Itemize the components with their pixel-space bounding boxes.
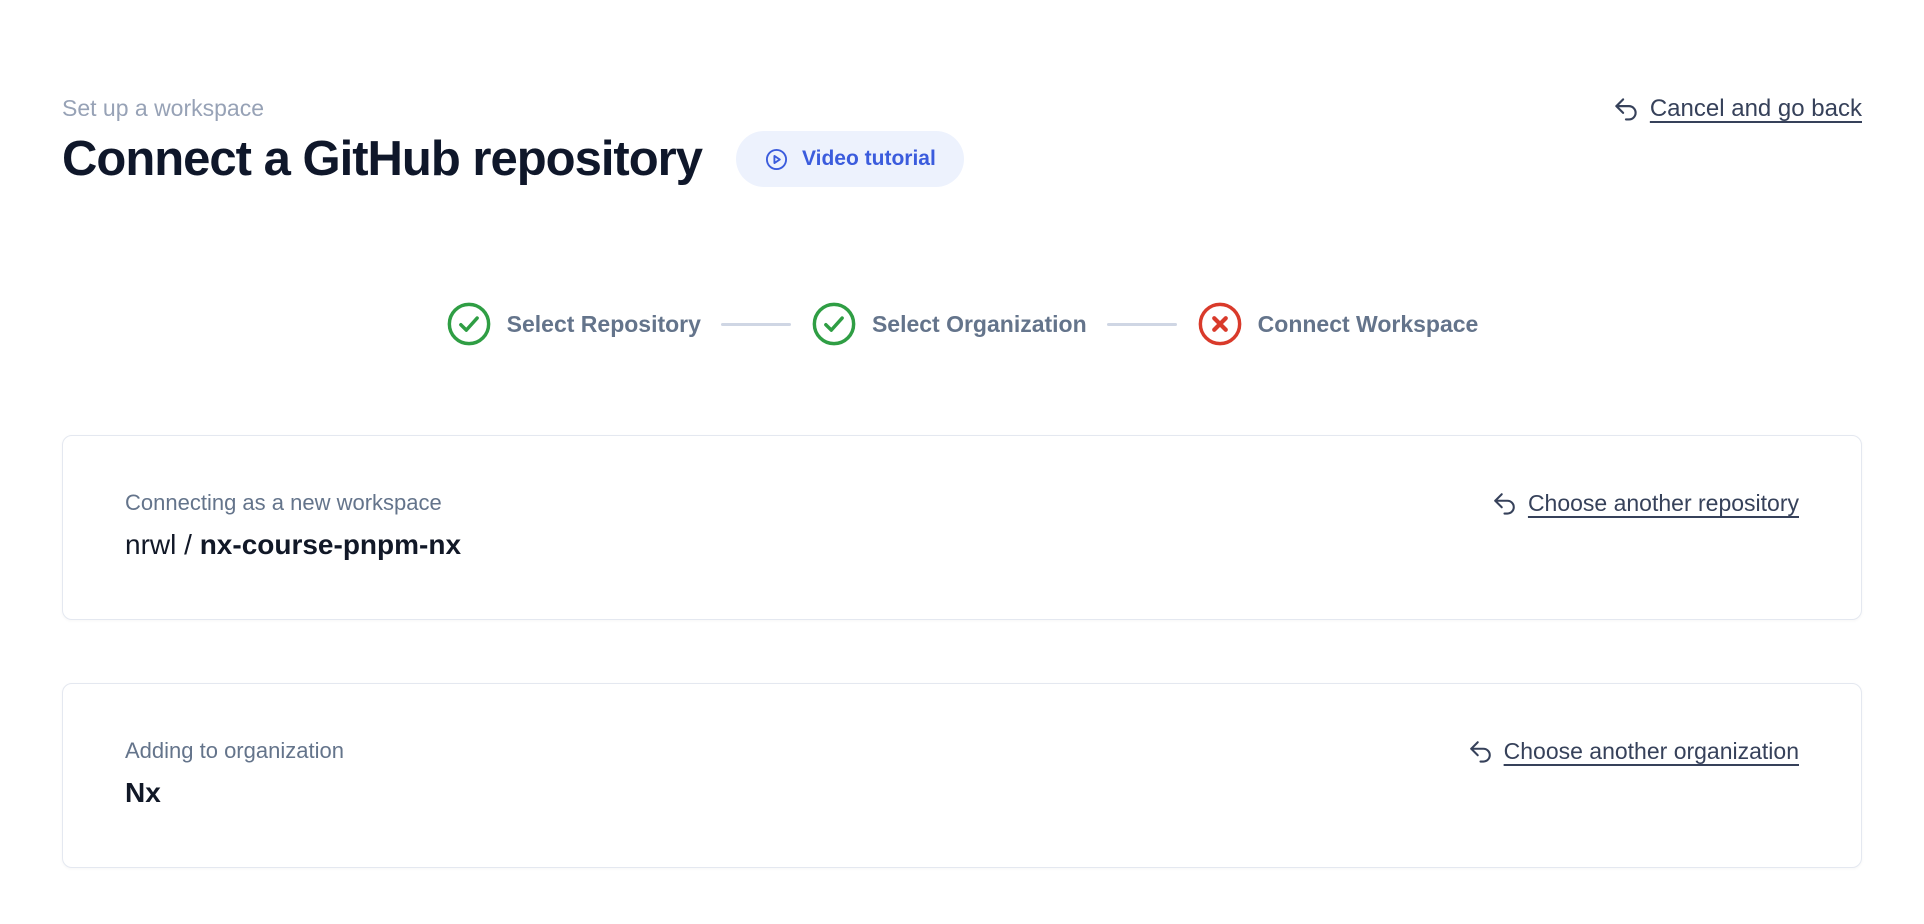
play-circle-icon	[764, 147, 789, 172]
step-connector	[720, 322, 791, 326]
setup-workspace-page: Set up a workspace Connect a GitHub repo…	[62, 0, 1862, 868]
repository-card-info: Connecting as a new workspace nrwl / nx-…	[125, 488, 461, 563]
choose-another-repository-label: Choose another repository	[1527, 490, 1799, 516]
step-select-repository: Select Repository	[446, 301, 701, 347]
choose-another-organization-link[interactable]: Choose another organization	[1468, 738, 1799, 765]
step-label: Connect Workspace	[1257, 310, 1479, 337]
repository-name: nrwl / nx-course-pnpm-nx	[125, 527, 461, 563]
repository-card-label: Connecting as a new workspace	[125, 490, 442, 515]
setup-stepper: Select Repository Select Organization Co…	[62, 301, 1862, 347]
video-tutorial-label: Video tutorial	[802, 147, 936, 170]
arrow-uturn-left-icon	[1468, 739, 1494, 765]
title-row: Connect a GitHub repository Video tutori…	[62, 130, 964, 188]
repository-card: Connecting as a new workspace nrwl / nx-…	[62, 435, 1862, 620]
organization-card: Adding to organization Nx Choose another…	[62, 683, 1862, 868]
video-tutorial-button[interactable]: Video tutorial	[736, 131, 964, 187]
repository-owner: nrwl /	[125, 529, 200, 560]
choose-another-organization-label: Choose another organization	[1503, 738, 1799, 764]
cancel-and-go-back-link[interactable]: Cancel and go back	[1613, 95, 1862, 123]
arrow-uturn-left-icon	[1492, 491, 1518, 517]
step-label: Select Repository	[506, 310, 701, 337]
check-circle-icon	[446, 301, 492, 347]
page-title: Connect a GitHub repository	[62, 132, 703, 186]
page-header: Set up a workspace Connect a GitHub repo…	[62, 0, 1862, 188]
check-circle-icon	[811, 301, 857, 347]
breadcrumb: Set up a workspace	[62, 95, 265, 121]
x-circle-icon	[1197, 301, 1243, 347]
step-connector	[1106, 322, 1177, 326]
cancel-and-go-back-label: Cancel and go back	[1649, 95, 1862, 122]
step-connect-workspace: Connect Workspace	[1197, 301, 1479, 347]
organization-card-label: Adding to organization	[125, 738, 344, 763]
step-label: Select Organization	[871, 310, 1087, 337]
choose-another-repository-link[interactable]: Choose another repository	[1492, 490, 1799, 517]
organization-name: Nx	[125, 777, 161, 808]
arrow-uturn-left-icon	[1613, 96, 1640, 123]
organization-card-info: Adding to organization Nx	[125, 736, 344, 811]
header-left: Set up a workspace Connect a GitHub repo…	[62, 93, 964, 188]
step-select-organization: Select Organization	[811, 301, 1087, 347]
repository-repo: nx-course-pnpm-nx	[199, 529, 462, 560]
